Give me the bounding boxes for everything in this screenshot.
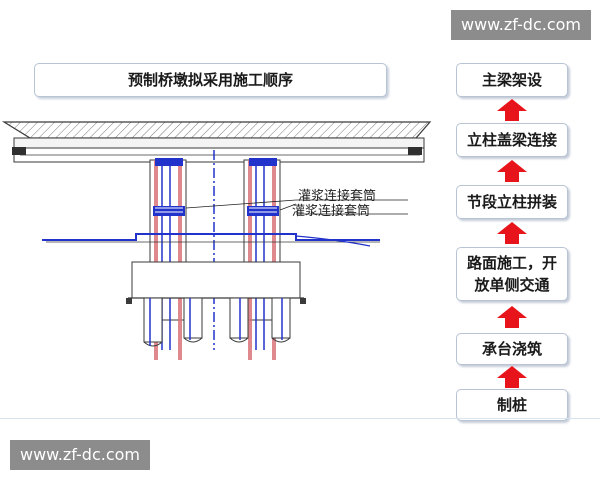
road-surface [42,233,380,247]
annotation-grout-sleeve-2: 灌浆连接套筒 [292,204,371,219]
left-column [149,158,187,360]
step-pile-cap-casting: 承台浇筑 [456,333,568,365]
step-pile-making: 制桩 [456,389,568,421]
watermark-bottom: www.zf-dc.com [10,440,150,470]
deck-beam [1,121,432,163]
step-main-girder-erection: 主梁架设 [456,63,568,97]
step-label: 节段立柱拼装 [466,193,557,211]
step-road-construction: 路面施工，开放单侧交通 [456,247,568,301]
step-label: 路面施工，开放单侧交通 [466,254,557,294]
step-label: 承台浇筑 [481,340,542,358]
watermark-top: www.zf-dc.com [451,10,591,40]
piles [143,297,291,347]
annotation-grout-sleeve-1: 灌浆连接套筒 [298,189,377,204]
arrow-up-icon [497,160,527,182]
pier-construction-drawing [1,121,432,360]
step-column-capbeam-connection: 立柱盖梁连接 [456,123,568,157]
arrow-up-icon [497,99,527,121]
step-label: 立柱盖梁连接 [466,131,557,149]
step-segment-column-assembly: 节段立柱拼装 [456,185,568,219]
arrow-up-icon [497,306,527,328]
step-label: 主梁架设 [481,71,542,89]
arrow-up-icon [497,366,527,388]
diagram-title: 预制桥墩拟采用施工顺序 [34,63,387,97]
arrow-up-icon [497,222,527,244]
panel-divider [0,418,600,419]
step-label: 制桩 [496,396,527,414]
